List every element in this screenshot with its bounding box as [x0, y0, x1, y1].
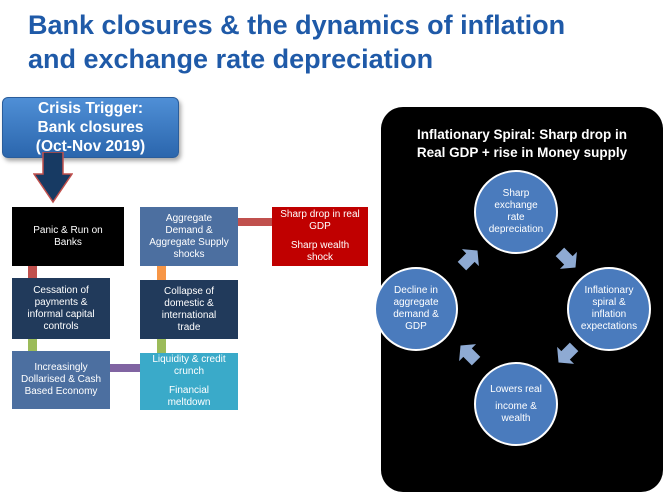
- circle-bottom-line-1: Lowers real: [490, 383, 542, 395]
- collapse-line-2: domestic &: [164, 297, 214, 309]
- circle-exchange-rate: Sharp exchange rate depreciation: [474, 170, 558, 254]
- circle-top-line-3: rate: [507, 212, 525, 223]
- crisis-trigger-box: Crisis Trigger: Bank closures (Oct-Nov 2…: [2, 97, 179, 158]
- circle-left-line-1: Decline in: [394, 285, 438, 296]
- spiral-title-line-1: Inflationary Spiral: Sharp drop in: [416, 127, 628, 142]
- circle-right-line-2: spiral &: [592, 297, 626, 308]
- connector-dollarised-liquidity: [110, 364, 140, 372]
- circle-decline-demand: Decline in aggregate demand & GDP: [374, 267, 458, 351]
- spiral-title-line-2: Real GDP + rise in Money supply: [416, 145, 628, 160]
- collapse-line-4: trade: [177, 321, 201, 333]
- circle-left-line-3: demand &: [393, 309, 439, 320]
- dollarised-line-2: Dollarised & Cash: [20, 374, 102, 385]
- aggregate-shocks-box: Aggregate Demand & Aggregate Supply shoc…: [140, 207, 238, 266]
- trigger-line-2: Bank closures: [37, 119, 144, 136]
- liquidity-line-4: meltdown: [167, 397, 211, 408]
- circle-bottom-line-2: income &: [495, 400, 537, 412]
- circle-right-line-4: expectations: [580, 321, 638, 332]
- circle-top-line-1: Sharp: [502, 188, 530, 199]
- trigger-line-3: (Oct-Nov 2019): [35, 138, 146, 155]
- liquidity-crunch-box: Liquidity & credit crunch Financial melt…: [140, 353, 238, 410]
- aggregate-line-1: Aggregate: [165, 212, 213, 224]
- gdp-drop-line-3: Sharp wealth: [290, 240, 350, 251]
- circle-inflation-expectations: Inflationary spiral & inflation expectat…: [567, 267, 651, 351]
- circle-right-line-1: Inflationary: [584, 285, 634, 296]
- connector-liquidity-collapse: [157, 339, 166, 353]
- panic-line-1: Panic & Run on: [33, 224, 103, 236]
- panic-run-box: Panic & Run on Banks: [12, 207, 124, 266]
- cessation-line-3: informal capital: [27, 308, 95, 320]
- connector-cessation-dollarised: [28, 339, 37, 351]
- title-line-1: Bank closures & the dynamics of inflatio…: [28, 10, 566, 40]
- cessation-line-2: payments &: [34, 296, 88, 308]
- connector-aggregate-gdp: [238, 218, 272, 226]
- cessation-line-1: Cessation of: [33, 284, 89, 296]
- gdp-drop-line-4: shock: [306, 252, 334, 263]
- circle-left-line-2: aggregate: [393, 297, 439, 308]
- circle-lower-real-income: Lowers real income & wealth: [474, 362, 558, 446]
- trigger-down-arrow: [33, 152, 73, 204]
- cessation-line-4: controls: [43, 320, 79, 332]
- panic-line-2: Banks: [54, 236, 82, 248]
- cycle-arrow-bottom-right: [557, 342, 579, 364]
- dollarised-line-1: Increasingly: [34, 362, 88, 373]
- gdp-drop-box: Sharp drop in real GDP Sharp wealth shoc…: [272, 207, 368, 266]
- aggregate-line-2: Demand &: [165, 224, 213, 236]
- circle-left-line-4: GDP: [405, 321, 427, 332]
- title-line-2: and exchange rate depreciation: [28, 44, 434, 74]
- liquidity-line-3: Financial: [168, 385, 210, 396]
- collapse-line-1: Collapse of: [163, 285, 215, 297]
- gdp-drop-line-1: Sharp drop in real: [280, 209, 360, 220]
- trade-collapse-box: Collapse of domestic & international tra…: [140, 280, 238, 339]
- collapse-line-3: international: [161, 309, 217, 321]
- liquidity-line-2: crunch: [173, 366, 204, 377]
- cycle-arrow-bottom-left: [459, 344, 481, 366]
- trigger-line-1: Crisis Trigger:: [37, 100, 144, 117]
- circle-top-line-2: exchange: [494, 200, 538, 211]
- cycle-arrow-top-left: [457, 249, 479, 271]
- cycle-arrow-top-right: [555, 247, 577, 269]
- circle-right-line-3: inflation: [591, 309, 627, 320]
- circle-top-line-4: depreciation: [488, 224, 544, 235]
- liquidity-line-1: Liquidity & credit: [152, 354, 226, 365]
- connector-panic-cessation: [28, 266, 37, 278]
- cessation-box: Cessation of payments & informal capital…: [12, 278, 110, 339]
- slide-title: Bank closures & the dynamics of inflatio…: [28, 8, 668, 76]
- gdp-drop-line-2: GDP: [309, 221, 331, 232]
- dollarised-economy-box: Increasingly Dollarised & Cash Based Eco…: [12, 351, 110, 409]
- aggregate-line-4: shocks: [173, 248, 205, 260]
- cycle-arrows: [457, 247, 579, 366]
- dollarised-line-3: Based Economy: [24, 386, 98, 397]
- connector-collapse-aggregate: [157, 266, 166, 280]
- aggregate-line-3: Aggregate Supply: [149, 236, 229, 248]
- circle-bottom-line-3: wealth: [501, 412, 531, 424]
- spiral-title: Inflationary Spiral: Sharp drop in Real …: [381, 126, 663, 162]
